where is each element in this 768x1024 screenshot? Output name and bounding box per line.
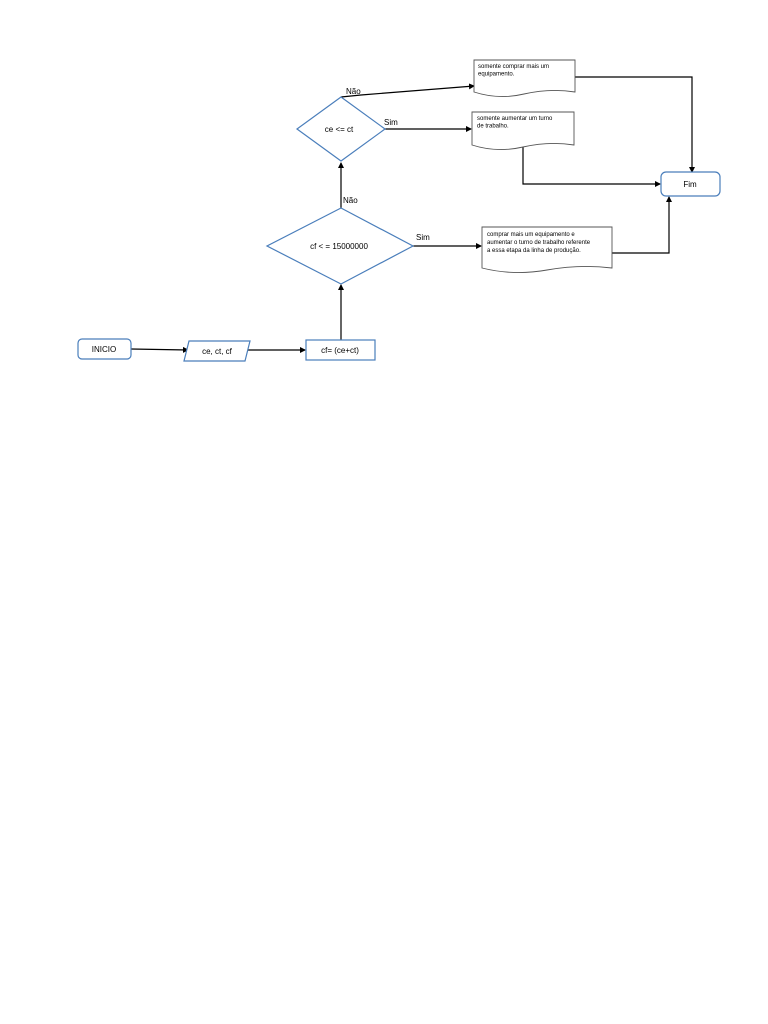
document-line: de trabalho.	[477, 124, 509, 130]
document-aumentar-turno: somente aumentar um turno de trabalho.	[471, 111, 575, 150]
document-line: a essa etapa da linha de produção.	[487, 248, 581, 254]
document-line: somente aumentar um turno	[477, 116, 553, 122]
node-decision1: cf < = 15000000	[265, 207, 415, 285]
label-decision1-nao: Não	[343, 196, 358, 205]
edge-labels: Sim Não Sim Não	[343, 87, 430, 242]
svg-text:somente aumentar um turno: somente aumentar um turno de trabalho.	[477, 116, 554, 130]
label-decision2-nao: Não	[346, 87, 361, 96]
edge-decision2-nao	[340, 83, 475, 98]
node-fim: Fim	[660, 171, 721, 197]
node-decision2: ce <= ct	[295, 96, 387, 162]
fim-label: Fim	[683, 180, 697, 189]
edge-doc-ambos-to-fim	[612, 196, 672, 254]
edge-doc-aumentar-to-fim	[522, 147, 661, 187]
decision1-label: cf < = 15000000	[310, 242, 368, 251]
document-comprar-equipamento: somente comprar mais um equipamento.	[473, 59, 576, 97]
node-inicio: INICIO	[77, 338, 132, 360]
document-comprar-e-aumentar: comprar mais um equipamento e aumentar o…	[481, 226, 613, 274]
document-line: comprar mais um equipamento e	[487, 232, 575, 238]
decision2-label: ce <= ct	[325, 125, 354, 134]
node-input: ce, ct, cf	[183, 340, 251, 362]
svg-text:somente comprar mais um: somente comprar mais um equipamento.	[478, 64, 551, 78]
document-line: equipamento.	[478, 72, 515, 78]
document-line: aumentar o turno de trabalho referente	[487, 240, 591, 246]
edge-inicio-to-input	[130, 346, 189, 353]
label-decision1-sim: Sim	[416, 233, 430, 242]
label-decision2-sim: Sim	[384, 118, 398, 127]
edge-doc-comprar-to-fim	[575, 76, 695, 173]
edges	[130, 76, 695, 353]
inicio-label: INICIO	[92, 345, 116, 354]
node-process: cf= (ce+ct)	[305, 339, 376, 361]
svg-text:comprar mais um equipamento e: comprar mais um equipamento e aumentar o…	[487, 232, 592, 254]
document-line: somente comprar mais um	[478, 64, 549, 70]
input-label: ce, ct, cf	[202, 347, 233, 356]
process-label: cf= (ce+ct)	[321, 346, 359, 355]
